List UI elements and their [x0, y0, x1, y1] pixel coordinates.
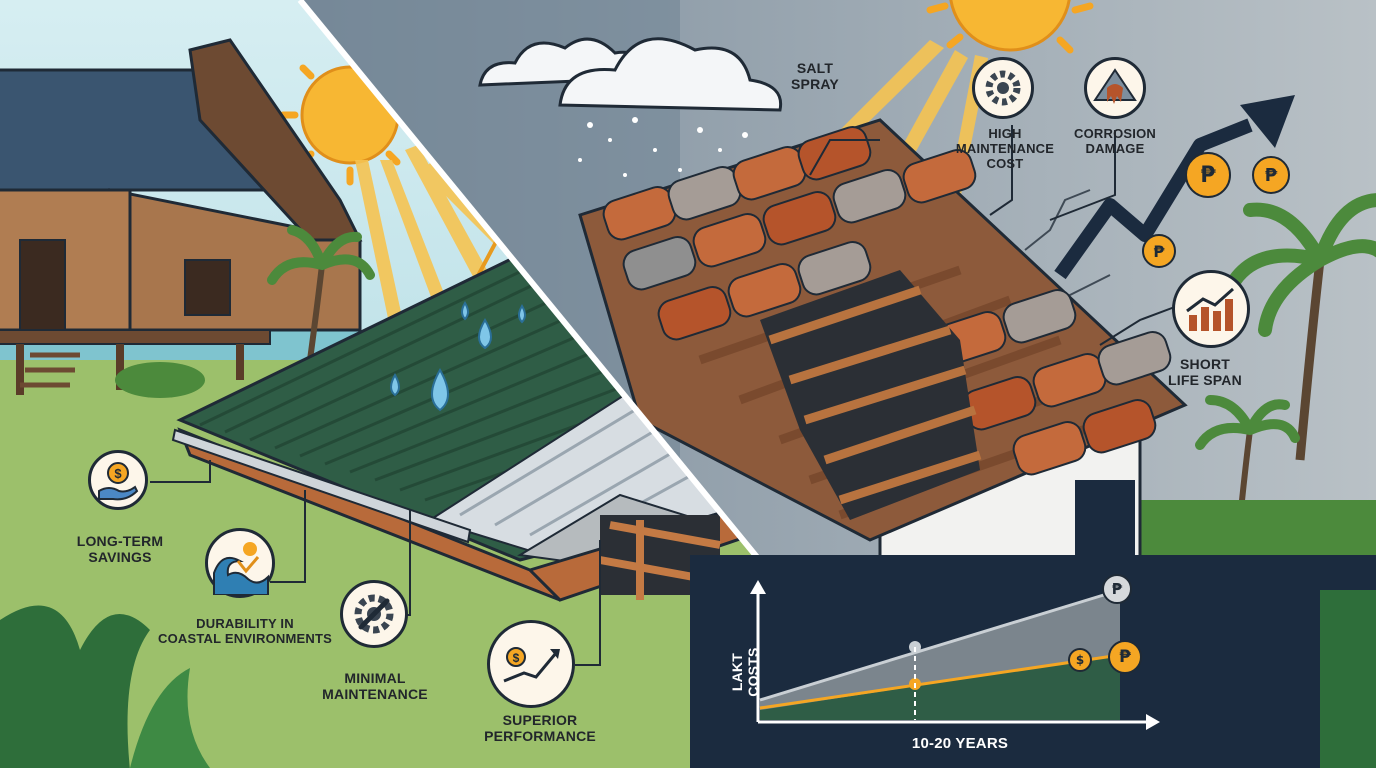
cloud-icon	[478, 37, 783, 112]
gear-wrench-icon	[340, 580, 408, 648]
cost-chart-panel	[690, 555, 1376, 768]
gear-icon	[972, 57, 1034, 119]
sun-icon	[926, 0, 1094, 54]
chart-line-metal-roof	[759, 653, 1121, 710]
chart-x-axis-arrow	[1146, 714, 1160, 730]
chart-end-peso-coin-orange: ₱	[1108, 640, 1142, 674]
palm-tree	[1195, 193, 1376, 521]
water-droplets	[390, 301, 526, 412]
hand-coin-icon: $	[88, 450, 148, 510]
metal-roof	[171, 243, 842, 602]
chart-end-peso-coin-gray: ₱	[1102, 574, 1132, 604]
stilt-house	[0, 38, 363, 395]
palm-tree	[267, 225, 375, 361]
peso-coin-icon: ₱	[1142, 234, 1176, 268]
wave-sun-icon	[205, 528, 275, 598]
peso-coin-icon: ₱	[1185, 152, 1231, 198]
bar-chart-icon	[1172, 270, 1250, 348]
peso-coin-icon: ₱	[1252, 156, 1290, 194]
rust-drip-icon	[1084, 57, 1146, 119]
rising-cost-arrow	[1054, 95, 1295, 280]
svg-text:$: $	[513, 651, 520, 665]
chart-x-axis-label: 10-20 YEARS	[911, 735, 1009, 752]
chart-dollar-coin: $	[1068, 648, 1092, 672]
foreground-foliage	[0, 605, 210, 768]
cost-chart	[750, 580, 1160, 730]
chart-area-low-cost	[760, 655, 1120, 720]
svg-text:$: $	[114, 466, 122, 481]
chart-line-clay-roof	[759, 588, 1121, 702]
coin-trend-icon: $	[487, 620, 575, 708]
chart-y-axis-arrow	[750, 580, 766, 594]
chart-y-axis-label: LAKT COSTS	[728, 647, 761, 697]
